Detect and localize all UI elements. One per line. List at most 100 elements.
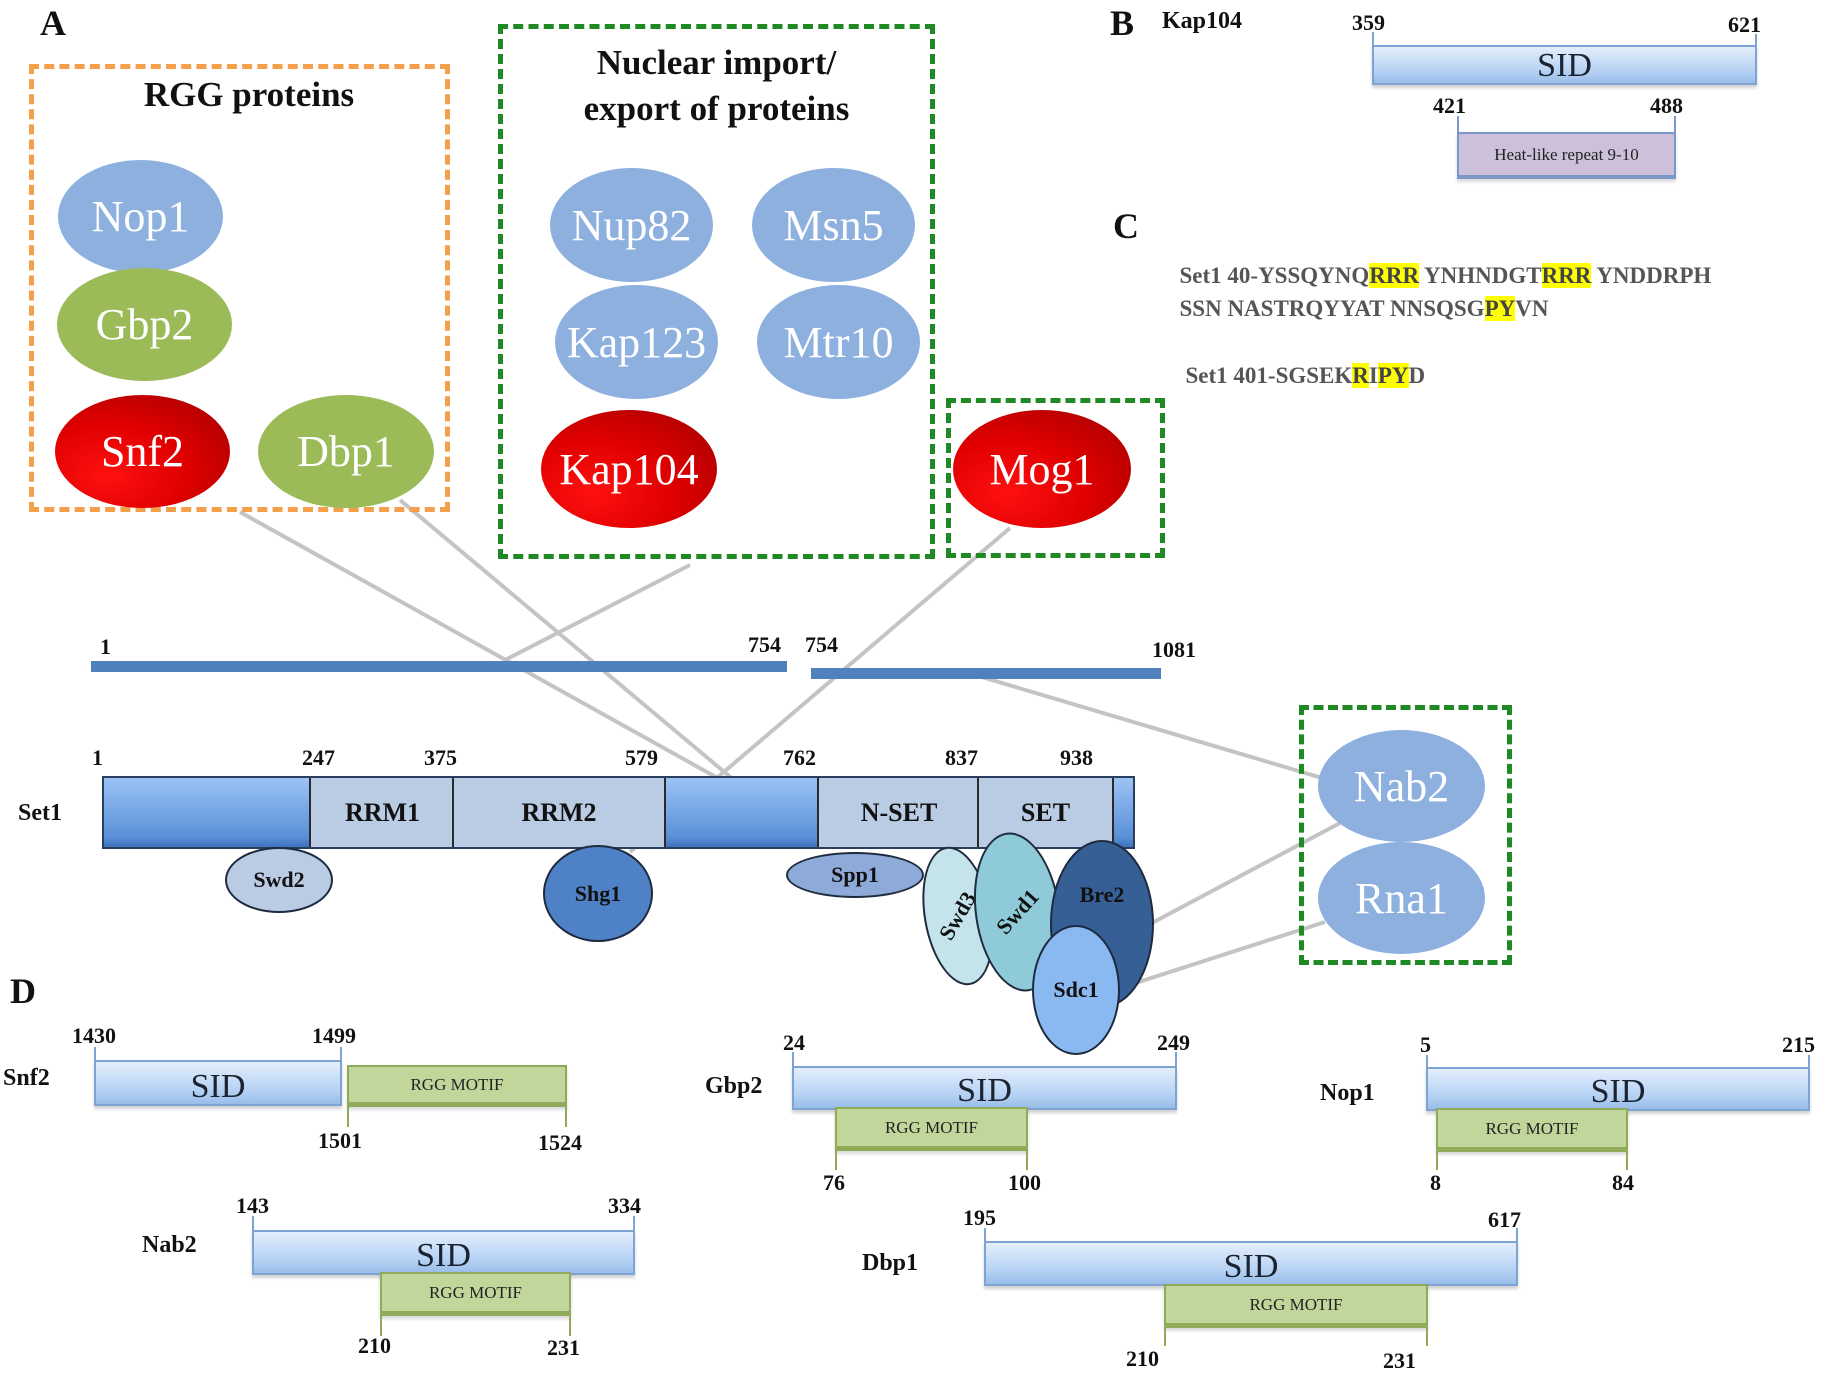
gbp2-sid-end: 249 [1157, 1030, 1190, 1055]
seq-segment: VN [1515, 296, 1549, 321]
seq-segment: Set1 40-YSSQYNQ [1179, 263, 1370, 288]
partner-name: Swd2 [253, 867, 305, 892]
panel-d-label: D [10, 971, 36, 1011]
protein-oval-msn5: Msn5 [752, 168, 915, 282]
sid-label: SID [190, 1068, 246, 1105]
kap104-sid-end: 621 [1728, 12, 1761, 37]
nop1-rgg-bar: RGG MOTIF [1436, 1108, 1628, 1152]
tick [569, 1314, 571, 1336]
rgg-proteins-group [29, 64, 450, 512]
tick [1426, 1055, 1428, 1075]
dbp1-sid-start: 195 [963, 1205, 996, 1230]
gbp2-sid-start: 24 [783, 1030, 805, 1055]
protein-oval-rna1: Rna1 [1318, 842, 1485, 954]
nop1-rgg-start: 8 [1430, 1170, 1441, 1195]
set1-pos-247: 247 [302, 745, 335, 770]
nab2-rgg-start: 210 [358, 1333, 391, 1358]
seq-segment: YNHNDGT [1419, 263, 1542, 288]
panel-a-label: A [40, 3, 66, 43]
nab2-label: Nab2 [142, 1232, 197, 1258]
tick [1436, 1150, 1438, 1170]
set1-pos-1: 1 [92, 745, 103, 770]
kap104-sid-end-tick [1755, 34, 1757, 52]
domain-rrm2: RRM2 [452, 778, 666, 847]
sequence-line-1: Set1 40-YSSQYNQRRR YNHNDGTRRR YNDDRPH [1168, 237, 1711, 289]
gbp2-rgg-start: 76 [823, 1170, 845, 1195]
snf2-sid-bar: SID [94, 1060, 342, 1106]
rgg-label: RGG MOTIF [1249, 1294, 1343, 1314]
tick [565, 1105, 567, 1127]
set1-protein-bar: RRM1 RRM2 N-SET SET [102, 776, 1135, 849]
sid-label: SID [957, 1072, 1012, 1109]
dbp1-sid-end: 617 [1488, 1207, 1521, 1232]
seq-segment: SSN NASTRQYYAT NNSQSG [1179, 296, 1485, 321]
snf2-rgg-start: 1501 [318, 1128, 362, 1153]
heat-repeat-bar: Heat-like repeat 9-10 [1457, 132, 1676, 179]
tick [94, 1047, 96, 1067]
sid-label: SID [1537, 47, 1592, 84]
partner-swd2: Swd2 [225, 847, 333, 913]
protein-name: Nup82 [571, 200, 692, 250]
protein-oval-dbp1: Dbp1 [258, 395, 434, 508]
snf2-label: Snf2 [3, 1065, 50, 1091]
partner-name: Sdc1 [1053, 977, 1099, 1002]
sequence-line-3: Set1 401-SGSEKRIPYD [1174, 337, 1425, 389]
domain-label: N-SET [860, 797, 938, 827]
partner-name: Swd1 [990, 884, 1044, 940]
tick [1516, 1228, 1518, 1248]
set1-pos-579: 579 [625, 745, 658, 770]
kap104-repeat-start: 421 [1433, 93, 1466, 118]
tick [1808, 1055, 1810, 1075]
protein-name: Gbp2 [95, 300, 194, 349]
tick [835, 1148, 837, 1170]
nop1-rgg-end: 84 [1612, 1170, 1634, 1195]
protein-oval-nup82: Nup82 [550, 168, 713, 282]
fragment1-end: 754 [748, 632, 781, 657]
rgg-label: RGG MOTIF [1485, 1118, 1579, 1138]
protein-oval-snf2: Snf2 [55, 395, 230, 508]
panel-c-label: C [1113, 206, 1139, 246]
partner-name: Spp1 [831, 862, 879, 887]
sid-label: SID [1223, 1248, 1279, 1285]
nab2-rgg-bar: RGG MOTIF [380, 1272, 571, 1316]
seq-highlight: R [1352, 363, 1369, 388]
dbp1-rgg-end: 231 [1383, 1348, 1416, 1373]
kap104-repeat-end: 488 [1650, 93, 1683, 118]
domain-label: RRM1 [344, 797, 421, 827]
seq-highlight: RRR [1369, 263, 1420, 288]
fragment2-bar [811, 668, 1161, 679]
gbp2-label: Gbp2 [705, 1073, 763, 1099]
fragment2-end: 1081 [1152, 637, 1196, 662]
protein-name: Nop1 [91, 192, 190, 241]
tick [347, 1105, 349, 1127]
kap104-repeat-end-tick [1674, 116, 1676, 136]
gbp2-rgg-end: 100 [1008, 1170, 1041, 1195]
kap104-sid-start-tick [1372, 32, 1374, 52]
seq-segment: Set1 401-SGSEK [1185, 363, 1353, 388]
domain-rrm1: RRM1 [309, 778, 454, 847]
partner-sdc1: Sdc1 [1032, 925, 1120, 1055]
domain-label: SET [1020, 797, 1071, 827]
partner-shg1: Shg1 [543, 845, 653, 942]
domain-label: RRM2 [521, 797, 597, 827]
kap104-sid-bar: SID [1372, 45, 1757, 85]
panel-b-label: B [1110, 3, 1135, 43]
title-line-1: Nuclear import/ [596, 43, 837, 82]
nab2-sid-start: 143 [236, 1193, 269, 1218]
connector-fragment2-to-nab2 [974, 673, 1323, 780]
tick [984, 1228, 986, 1248]
sequence-line-2: SSN NASTRQYYAT NNSQSGPYVN [1168, 270, 1548, 322]
connector-fragment1-to-nuclear [504, 563, 691, 662]
kap104-label: Kap104 [1162, 8, 1243, 34]
kap104-repeat-start-tick [1457, 116, 1459, 136]
nuclear-transport-group [498, 24, 935, 559]
domain-n-set: N-SET [817, 778, 979, 847]
protein-name: Kap123 [566, 317, 707, 367]
protein-name: Snf2 [100, 427, 185, 476]
dbp1-label: Dbp1 [862, 1250, 919, 1276]
nab2-rgg-end: 231 [547, 1335, 580, 1360]
nop1-sid-start: 5 [1420, 1032, 1431, 1057]
snf2-rgg-bar: RGG MOTIF [347, 1065, 567, 1107]
partner-name: Bre2 [1079, 882, 1125, 907]
fragment1-start: 1 [100, 634, 111, 659]
